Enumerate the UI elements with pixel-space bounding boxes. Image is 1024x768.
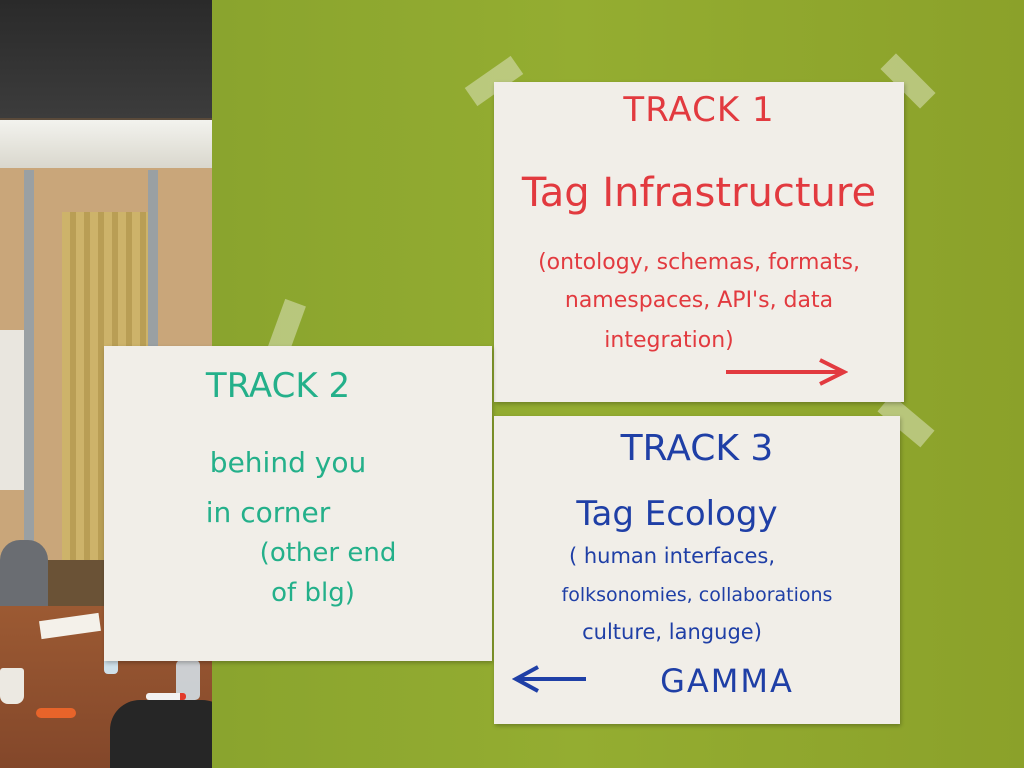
wall-panel xyxy=(0,330,24,490)
sign-text-line: (ontology, schemas, formats, xyxy=(538,250,860,275)
sign-title: TRACK 3 xyxy=(620,428,774,469)
sign-heading: Tag Ecology xyxy=(576,494,778,534)
sign-text-line: of blg) xyxy=(271,578,355,608)
sign-track-2: TRACK 2 behind you in corner (other end … xyxy=(104,346,492,661)
ceiling xyxy=(0,0,215,118)
scissors xyxy=(36,708,76,718)
sign-title: TRACK 1 xyxy=(623,90,775,130)
ceiling-light xyxy=(0,120,215,170)
sign-title: TRACK 2 xyxy=(205,366,351,406)
sign-heading: Tag Infrastructure xyxy=(521,170,877,216)
metal-pole xyxy=(24,170,34,560)
dark-chair xyxy=(110,700,215,768)
arrow-left-icon xyxy=(512,665,586,693)
sign-footer: GAMMA xyxy=(660,662,794,700)
sign-text-line: in corner xyxy=(205,496,331,529)
sign-text-line: culture, languge) xyxy=(582,620,762,644)
arrow-right-icon xyxy=(726,358,848,386)
sign-track-3: TRACK 3 Tag Ecology ( human interfaces, … xyxy=(494,416,900,724)
sign-text-line: ( human interfaces, xyxy=(568,544,776,568)
sign-track-1: TRACK 1 Tag Infrastructure (ontology, sc… xyxy=(494,82,904,402)
paper-cup xyxy=(0,668,24,704)
sign-text-line: integration) xyxy=(604,328,734,353)
marker-pen xyxy=(146,693,186,700)
sign-text-line: behind you xyxy=(209,446,367,479)
metal-pole xyxy=(148,170,158,360)
sign-text-line: folksonomies, collaborations xyxy=(561,584,833,606)
office-chair xyxy=(0,540,48,610)
sign-text-line: (other end xyxy=(259,538,397,568)
sign-text-line: namespaces, API's, data xyxy=(564,288,834,313)
